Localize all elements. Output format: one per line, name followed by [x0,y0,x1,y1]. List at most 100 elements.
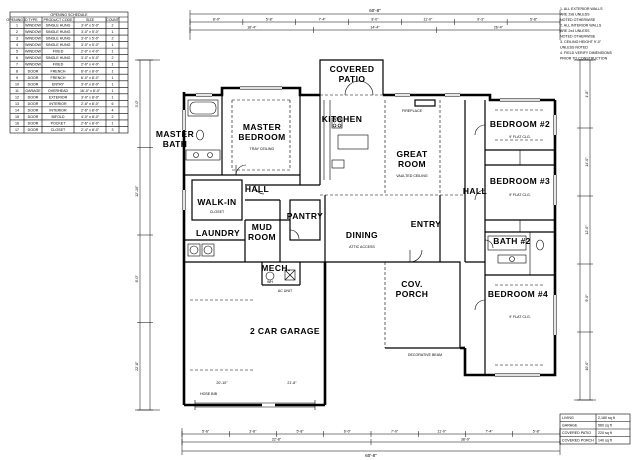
schedule-cell: 1 [112,30,114,34]
schedule-cell: INTERIOR [49,102,67,106]
entry-door-icon [409,249,423,263]
room-label-hall-right: HALL [463,186,487,196]
schedule-cell: DOOR [28,108,39,112]
dim-top-segment: 5'-8" [266,18,274,22]
schedule-cell: FIXED [53,50,64,54]
schedule-cell: 1 [112,89,114,93]
schedule-cell: WINDOW [25,56,41,60]
schedule-cell: 2 [112,115,114,119]
dim-bottom-segment: 5'-8" [297,430,305,434]
dim-bottom-segment: 7'-4" [486,430,494,434]
schedule-cell: FRENCH [51,69,66,73]
schedule-cell: DOOR [28,95,39,99]
washer-icon [187,243,201,257]
room-label-master-bedroom-1: MASTER [243,122,281,132]
room-label-entry: ENTRY [411,219,442,229]
vanity-icon [497,254,527,264]
toilet-icon [196,129,204,141]
dimension-lines [135,10,596,455]
room-label-dining: DINING [346,230,378,240]
schedule-cell: WINDOW [25,63,41,67]
patio-door-icon [344,80,360,96]
schedule-cell: OVERHEAD [48,89,69,93]
schedule-cell: 2 [112,37,114,41]
note-wh: WH [267,280,273,284]
room-label-covered-patio-1: COVERED [330,64,375,74]
schedule-cell: 9 [16,76,18,80]
schedule-cell: 10 [15,82,19,86]
dim-left-segment: 8'-0" [135,274,139,282]
dim-top-segment: 8'-0" [371,18,379,22]
note-closet: CLOSET [210,210,225,214]
schedule-cell: SINGLE HUNG [46,24,71,28]
schedule-cell: 13 [15,102,19,106]
schedule-cell: FIXED [53,63,64,67]
room-label-bath-2: BATH #2 [493,236,531,246]
schedule-cell: 4 [112,108,114,112]
schedule-cell: 3 [16,37,18,41]
schedule-cell: 2'-0" x 4'-0" [81,50,100,54]
dim-overall-bottom: 60'-8" [365,453,377,458]
room-label-garage: 2 CAR GARAGE [250,326,320,336]
schedule-cell: 3'-0" x 5'-0" [81,37,100,41]
room-label-mech: MECH. [261,263,290,273]
schedule-cell: SINGLE HUNG [46,37,71,41]
dim-bottom-segment: 11'-0" [437,430,447,434]
schedule-cell: 8 [16,69,18,73]
range-icon [331,117,343,129]
dim-left-segment: 12'-10" [135,185,139,197]
toilet-icon [536,239,544,251]
dim-right-segment: 1'-8" [585,90,589,98]
schedule-cell: 14 [15,108,19,112]
schedule-cell: 2 [112,56,114,60]
window-markers [182,86,557,377]
room-label-mud-room-1: MUD [252,222,273,232]
room-label-pantry: PANTRY [287,211,323,221]
note-flat-ceiling-4: 9' FLAT CLG. [509,315,531,319]
room-label-walk-in: WALK-IN [197,197,236,207]
kitchen-island-icon [337,134,369,150]
room-label-kitchen: KITCHEN [322,114,363,124]
room-label-great-room-1: GREAT [396,149,428,159]
schedule-cell: ENTRY [52,82,65,86]
schedule-cell: 3'-0" x 5'-0" [81,24,100,28]
schedule-cell: DOOR [28,82,39,86]
room-label-hall: HALL [245,184,269,194]
note-line: UNLESS NOTED [560,46,588,50]
schedule-cell: 2'-8" x 8'-0" [81,102,100,106]
note-tray: TRAY CEILING [250,147,275,151]
schedule-cell: POCKET [51,122,67,126]
note-line: ARE 2x4 UNLESS [560,29,590,33]
dim-top-segment: 8'-0" [213,18,221,22]
schedule-cell: EXTERIOR [49,95,68,99]
room-labels: MASTER BATH MASTER BEDROOM COVERED PATIO… [156,64,550,336]
schedule-cell: 1 [112,69,114,73]
note-ac: AC UNIT [278,289,293,293]
dimension-labels: 60'-8" 60'-8" 8'-0"5'-8"7'-4"8'-0"11'-0"… [135,8,589,458]
note-line: PRIOR TO CONSTRUCTION [560,57,608,61]
schedule-header: SIZE [86,18,95,22]
schedule-cell: 5 [16,50,18,54]
schedule-header: OPENING ID [6,18,28,22]
note-line: 3. CEILING HEIGHT 9'-0" [560,40,602,44]
dim-bottom-segment: 5'-8" [533,430,541,434]
sink-icon [331,159,345,169]
dim-left-segment: 3'-0" [135,99,139,107]
room-label-mud-room-2: ROOM [248,232,276,242]
fixtures [185,99,544,281]
schedule-cell: 17 [15,128,19,132]
dim-bottom-segment: 3'-8" [249,430,257,434]
note-line: NOTED OTHERWISE [560,35,596,39]
